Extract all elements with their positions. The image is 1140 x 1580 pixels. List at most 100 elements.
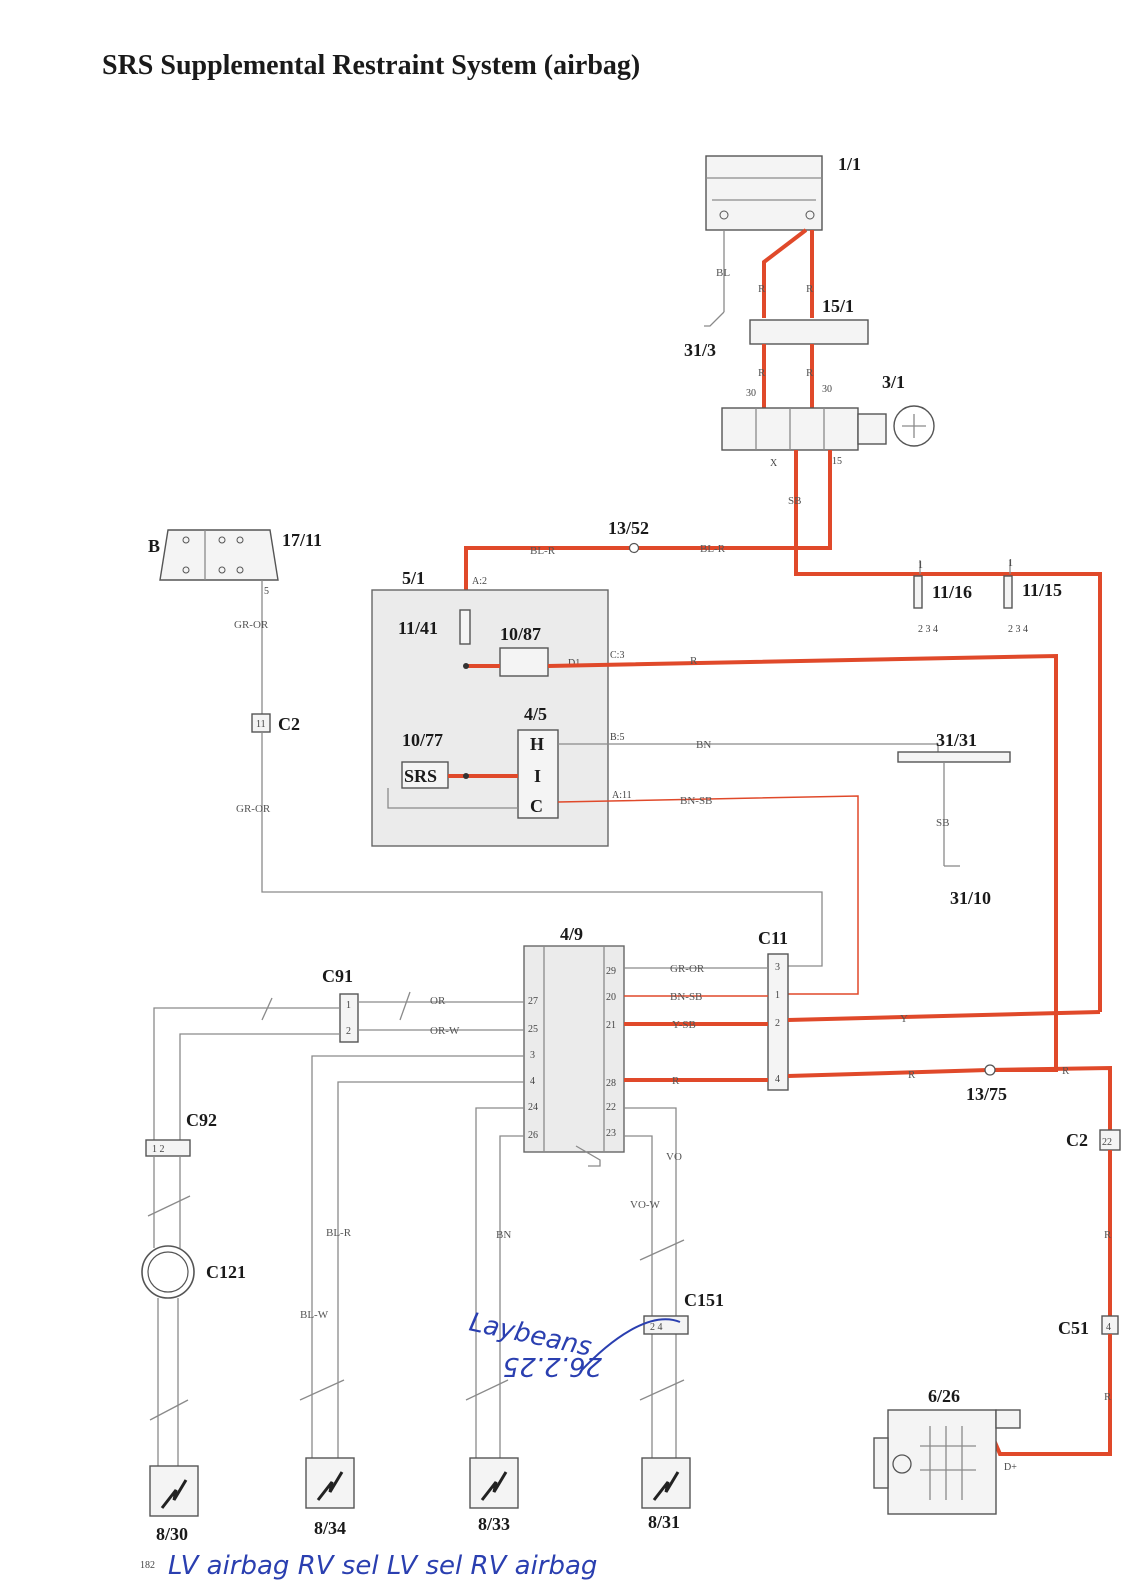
svg-text:B:5: B:5 [610, 732, 624, 743]
wire-bn-lower [499, 1135, 524, 1466]
label-4-9: 4/9 [560, 924, 583, 944]
label-c2-upper: C2 [278, 714, 300, 734]
svg-text:5: 5 [264, 586, 269, 597]
label-8-34: 8/34 [314, 1518, 346, 1538]
svg-text:R: R [1104, 1391, 1112, 1403]
label-17-11: 17/11 [282, 530, 322, 550]
alternator-6-26: 6/26 D+ [873, 1386, 1021, 1515]
svg-text:D+: D+ [1004, 1462, 1017, 1473]
svg-text:OR: OR [430, 995, 446, 1007]
svg-text:20: 20 [606, 992, 616, 1003]
label-1-1: 1/1 [838, 154, 861, 174]
srs-lamp-10-77 [401, 761, 449, 789]
svg-text:GR-OR: GR-OR [234, 619, 269, 631]
svg-text:24: 24 [528, 1102, 538, 1113]
svg-text:2 4: 2 4 [650, 1322, 663, 1333]
svg-text:1 2: 1 2 [152, 1144, 165, 1155]
ground-bar-31-31: 31/31 [897, 730, 1011, 763]
svg-text:BN: BN [696, 739, 711, 751]
fuse-box-15-1: 15/1 [749, 296, 869, 345]
svg-text:GR-OR: GR-OR [670, 963, 705, 975]
wire-red-battery-a [762, 228, 808, 318]
wire-24 [475, 1107, 524, 1466]
svg-text:R: R [672, 1075, 680, 1087]
label-13-75: 13/75 [966, 1084, 1007, 1104]
instrument-cluster-5-1: 5/1 A:2 11/41 10/87 D1 4/5 H I C SRS 10/… [371, 568, 609, 847]
svg-text:R: R [758, 283, 766, 295]
label-11-15: 11/15 [1022, 580, 1062, 600]
svg-text:29: 29 [606, 966, 616, 977]
svg-text:R: R [806, 367, 814, 379]
svg-text:30: 30 [746, 388, 756, 399]
lamp-11-41 [459, 609, 471, 645]
module-4-5 [517, 729, 559, 819]
label-8-30: 8/30 [156, 1524, 188, 1544]
ignition-switch-3-1: 3/1 [721, 372, 935, 451]
svg-text:A:2: A:2 [472, 576, 487, 587]
svg-text:VO: VO [666, 1151, 682, 1163]
svg-text:SB: SB [788, 495, 801, 507]
wire-vo-w [624, 1135, 653, 1466]
svg-text:C: C [530, 796, 543, 816]
svg-text:1: 1 [918, 560, 923, 571]
svg-text:OR-W: OR-W [430, 1025, 460, 1037]
svg-text:R: R [758, 367, 766, 379]
svg-text:C:3: C:3 [610, 650, 624, 661]
svg-text:1: 1 [346, 1000, 351, 1011]
connector-c92: 1 2 C92 [145, 1110, 217, 1157]
wire-c91-2 [179, 1033, 340, 1140]
svg-text:R: R [1062, 1065, 1070, 1077]
wire-r-alternator [992, 1334, 1112, 1456]
svg-text:VO-W: VO-W [630, 1199, 661, 1211]
wire-bn [558, 743, 939, 760]
wire-vo [624, 1107, 677, 1466]
fuse-11-16: 1 2 3 4 11/16 [913, 560, 972, 635]
svg-text:22: 22 [1102, 1137, 1112, 1148]
svg-text:BL-W: BL-W [300, 1309, 329, 1321]
svg-text:11: 11 [256, 719, 266, 730]
airbag-8-34: 8/34 [305, 1457, 355, 1538]
svg-text:22: 22 [606, 1102, 616, 1113]
wire-bl-r-lower [337, 1081, 524, 1466]
label-11-41: 11/41 [398, 618, 438, 638]
airbag-spark-icon [316, 1471, 344, 1501]
diagram-title: SRS Supplemental Restraint System (airba… [102, 50, 640, 81]
svg-text:X: X [770, 458, 778, 469]
label-c11: C11 [758, 928, 788, 948]
wire-sb-to-y [794, 450, 1102, 1012]
svg-text:BL-R: BL-R [326, 1227, 352, 1239]
wire-c91-1 [153, 1007, 340, 1140]
label-3-1: 3/1 [882, 372, 905, 392]
wire-srs-to-c [387, 788, 518, 809]
diode-10-87 [499, 647, 549, 677]
svg-text:BN-SB: BN-SB [680, 795, 712, 807]
splice-13-52 [628, 542, 640, 554]
svg-text:3: 3 [775, 962, 780, 973]
fuse-11-15: 1 2 3 4 11/15 [1003, 558, 1062, 635]
svg-text:30: 30 [822, 384, 832, 395]
svg-text:SRS: SRS [404, 766, 437, 786]
label-31-31: 31/31 [936, 730, 977, 750]
connector-c151: 2 4 C151 [643, 1290, 724, 1335]
svg-text:BL-R: BL-R [530, 545, 556, 557]
label-c92: C92 [186, 1110, 217, 1130]
svg-text:2: 2 [346, 1026, 351, 1037]
svg-text:SB: SB [936, 817, 949, 829]
wire-bn-sb [557, 795, 859, 995]
label-10-77: 10/77 [402, 730, 443, 750]
svg-text:2 3 4: 2 3 4 [918, 624, 938, 635]
label-c2-lower: C2 [1066, 1130, 1088, 1150]
label-5-1: 5/1 [402, 568, 425, 588]
label-13-52: 13/52 [608, 518, 649, 538]
label-31-3: 31/3 [684, 340, 716, 360]
svg-text:2: 2 [775, 1018, 780, 1029]
svg-text:2 3 4: 2 3 4 [1008, 624, 1028, 635]
svg-text:4: 4 [530, 1076, 535, 1087]
label-c151: C151 [684, 1290, 724, 1310]
svg-text:1: 1 [775, 990, 780, 1001]
wire-gr-or-lower [261, 732, 823, 967]
wire-r-right [787, 1065, 1112, 1130]
label-11-16: 11/16 [932, 582, 972, 602]
wire-y [787, 1010, 1101, 1022]
